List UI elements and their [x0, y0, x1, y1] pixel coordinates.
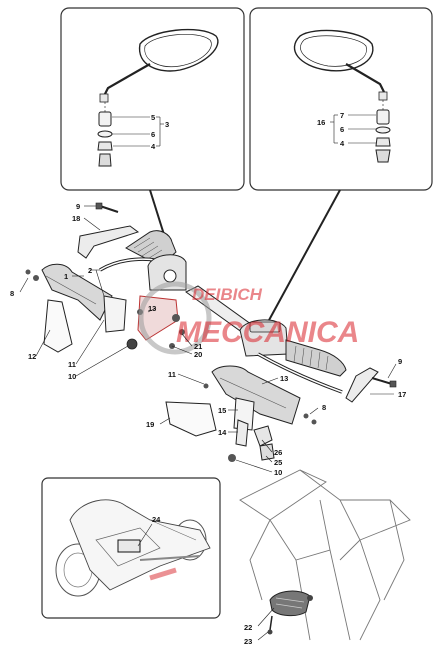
part-10-nut — [126, 338, 138, 350]
nut-part — [97, 141, 113, 151]
callout-13-right: 13 — [280, 374, 288, 383]
part-1-hand-guard — [41, 263, 113, 321]
watermark-line-2: MECCANICA — [176, 316, 359, 349]
callout-5: 5 — [151, 113, 155, 122]
callout-8: 8 — [10, 289, 14, 298]
callout-9: 9 — [76, 202, 80, 211]
part-2-bracket — [103, 295, 127, 333]
adapter-part — [98, 153, 112, 167]
callout-24: 24 — [152, 515, 161, 524]
part-12-deflector — [43, 299, 73, 353]
part-23-screw — [267, 615, 273, 635]
part-9-bolt-right — [371, 377, 397, 388]
part-13-right-hand-guard — [211, 365, 301, 425]
callout-9-right: 9 — [398, 357, 402, 366]
washer-part — [97, 130, 113, 138]
callout-25: 25 — [274, 458, 282, 467]
callout-23: 23 — [244, 637, 252, 646]
callout-8-right: 8 — [322, 403, 326, 412]
callout-12: 12 — [28, 352, 36, 361]
watermark-line-1: DEIBICH — [192, 285, 263, 304]
callout-10: 10 — [68, 372, 76, 381]
part-24-highlight — [117, 539, 141, 553]
callout-19: 19 — [146, 420, 154, 429]
watermark-logo: DEIBICH MECCANICA — [138, 281, 359, 355]
callout-14: 14 — [218, 428, 227, 437]
callout-6: 6 — [151, 130, 155, 139]
part-11-screw-right — [203, 383, 209, 389]
callout-21: 21 — [194, 342, 202, 351]
part-10-nut-lower — [228, 454, 236, 462]
mirror-stem-left — [103, 63, 151, 97]
callout-20: 20 — [194, 350, 202, 359]
left-mirror-panel: 5 3 6 4 — [60, 7, 245, 191]
part-25-clamp — [259, 443, 275, 461]
callout-13: 13 — [148, 304, 156, 313]
callout-4: 4 — [340, 139, 345, 148]
callout-7: 7 — [340, 111, 344, 120]
part-26-clamp — [253, 425, 273, 447]
part-17-guard — [345, 367, 379, 403]
spacer-part — [98, 111, 112, 127]
part-18-bracket — [77, 225, 140, 259]
part-19-deflector — [165, 401, 217, 437]
callout-2: 2 — [88, 266, 92, 275]
motorcycle-panel: 24 — [41, 477, 221, 619]
part-9-bolt-left — [95, 202, 119, 213]
handlebar-assembly — [99, 230, 347, 394]
part-8-screw-right — [303, 413, 309, 419]
callout-3: 3 — [165, 120, 169, 129]
callout-18: 18 — [72, 214, 80, 223]
callout-17: 17 — [398, 390, 406, 399]
main-leader-lines — [19, 205, 397, 473]
callout-11-right: 11 — [168, 370, 176, 379]
frame-detail — [239, 469, 411, 641]
callout-26: 26 — [274, 448, 282, 457]
part-22-sensor — [269, 590, 313, 617]
callout-1: 1 — [64, 272, 68, 281]
part-14-bracket — [235, 419, 249, 447]
mirror-head-right — [293, 29, 374, 72]
callout-4: 4 — [151, 142, 156, 151]
right-grip — [285, 339, 347, 377]
right-mirror-panel: 7 16 6 4 — [249, 7, 433, 191]
part-8-screw — [33, 275, 39, 281]
main-callouts: 9 18 8 1 2 13 12 11 10 21 20 9 17 11 13 … — [10, 202, 406, 477]
callout-10-lower: 10 — [274, 468, 282, 477]
mirror-stem-right — [345, 63, 385, 93]
callout-6: 6 — [340, 125, 344, 134]
callout-15: 15 — [218, 406, 226, 415]
callout-11: 11 — [68, 360, 76, 369]
callout-16: 16 — [317, 118, 325, 127]
callout-22: 22 — [244, 623, 252, 632]
mirror-head-left — [138, 28, 219, 72]
